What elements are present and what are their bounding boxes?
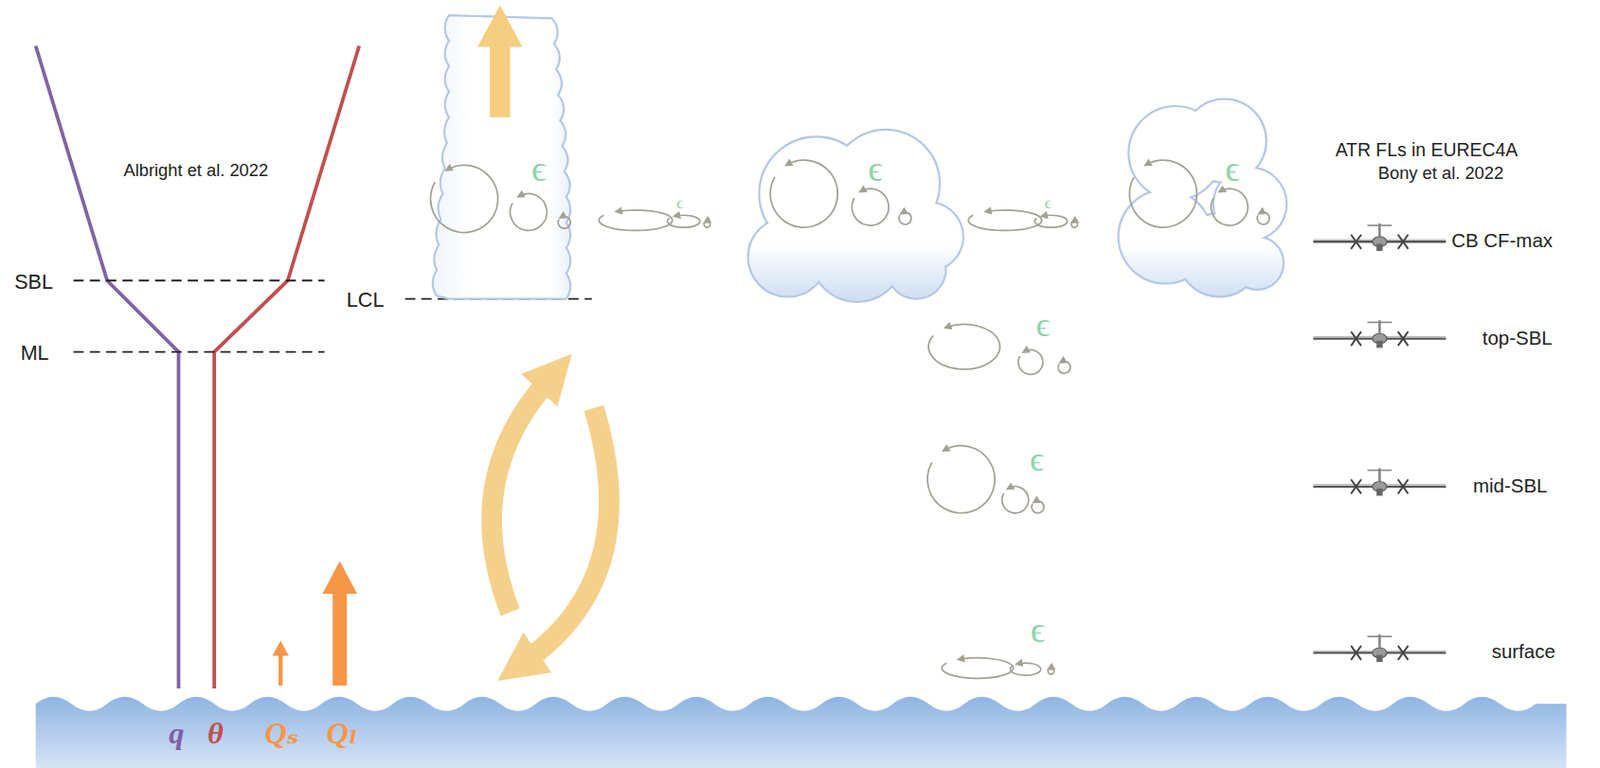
variable-symbol: θ — [207, 716, 224, 751]
citation: Albright et al. 2022 — [123, 161, 269, 181]
level-label: SBL — [14, 269, 54, 293]
cumulus-cloud — [1119, 100, 1287, 297]
flux-arrows — [272, 560, 358, 685]
updraft-arrow — [477, 4, 522, 117]
legend-title: ATR FLs in EUREC4A — [1335, 141, 1519, 162]
variable-symbol: q — [168, 716, 184, 751]
dissipation-symbol: ϵ — [1029, 440, 1044, 479]
eddies — [430, 160, 1270, 679]
sea — [35, 697, 1567, 768]
circulation-arrow — [491, 379, 549, 613]
variable-symbol: Qₛ — [264, 716, 299, 751]
sbl-line — [73, 279, 325, 282]
flight-level-label: CB CF-max — [1451, 231, 1553, 253]
dissipation-symbol: ϵ — [1035, 305, 1050, 343]
dissipation-symbol: ϵ — [1030, 610, 1046, 651]
citation: Bony et al. 2022 — [1378, 164, 1504, 184]
flight-level-label: surface — [1492, 642, 1556, 665]
dissipation-symbol: ϵ — [1044, 194, 1052, 213]
humidity-profile — [35, 45, 180, 689]
cloud-tower — [432, 15, 571, 299]
dissipation-symbol: ϵ — [676, 194, 684, 213]
cumulus-cloud — [749, 130, 963, 302]
ml-line — [73, 351, 325, 354]
dissipation-symbol: ϵ — [867, 148, 883, 190]
level-label: LCL — [346, 288, 385, 312]
dissipation-symbol: ϵ — [1224, 148, 1241, 190]
flight-level-label: top-SBL — [1482, 327, 1553, 350]
flight-level-label: mid-SBL — [1473, 476, 1547, 499]
level-label: ML — [20, 341, 50, 365]
variable-symbol: Qₗ — [325, 716, 358, 751]
circulation-arrow — [525, 408, 610, 662]
dissipation-symbol: ϵ — [531, 148, 547, 190]
theta-profile — [214, 45, 360, 689]
